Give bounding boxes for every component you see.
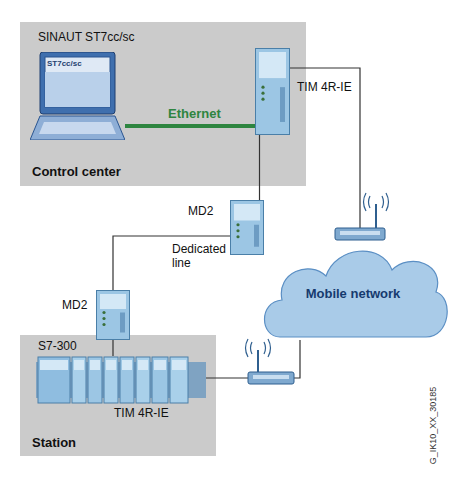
mobile-network-cloud: Mobile network — [258, 240, 448, 340]
tim-module: TIM 4R-IE — [255, 48, 290, 135]
node-label: Control center — [32, 164, 121, 180]
connector-label: Dedicated line — [172, 242, 234, 271]
node-label: TIM 4R-IE — [297, 80, 352, 94]
s7-300-rack: S7-300TIM 4R-IE — [36, 356, 206, 404]
module-figure — [255, 48, 290, 135]
module-figure — [96, 290, 130, 340]
station-region: StationS7-300TIM 4R-IE — [20, 335, 216, 456]
control-center-region: Control centerSINAUT ST7cc/scST7cc/scTIM… — [20, 22, 306, 186]
node-label: TIM 4R-IE — [114, 406, 169, 420]
connector-label: Ethernet — [168, 106, 221, 122]
ethernet-cable — [125, 124, 255, 128]
radio-link-line — [290, 68, 360, 240]
rack-figure — [36, 356, 206, 404]
modem-antenna — [335, 193, 389, 240]
node-label: MD2 — [62, 298, 87, 312]
modem-antenna — [246, 339, 295, 384]
md2-modem: MD2 — [96, 290, 130, 340]
node-label: Mobile network — [306, 286, 401, 302]
figure-id: G_IK10_XX_30185 — [428, 387, 439, 465]
node-label: S7-300 — [38, 339, 77, 353]
node-label: SINAUT ST7cc/sc — [38, 30, 134, 44]
module-figure — [230, 200, 264, 255]
node-label: Station — [32, 435, 76, 451]
region-background — [20, 335, 216, 456]
node-label: MD2 — [188, 204, 213, 218]
serial-line — [259, 135, 260, 200]
node-label: ST7cc/sc — [47, 59, 82, 69]
region-background — [20, 22, 306, 186]
md2-modem: MD2 — [230, 200, 264, 255]
serial-line — [112, 340, 113, 356]
laptop-workstation: SINAUT ST7cc/scST7cc/sc — [30, 52, 125, 140]
